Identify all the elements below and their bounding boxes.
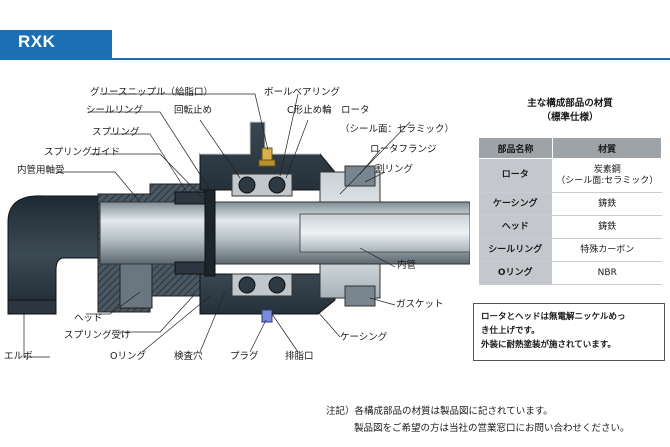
part-name: ヘッド xyxy=(478,215,553,239)
callout-c-ring: C形止め輪 xyxy=(287,105,332,116)
rotary-joint-cross-section: グリースニップル（給脂口） ボールベアリング シールリング 回転止め C形止め輪… xyxy=(0,62,471,382)
table-row: Oリング NBR xyxy=(478,261,662,285)
materials-table: 部品名称 材質 ロータ 炭素鋼 （シール面:セラミック） ケーシング 鋳鉄 ヘッ… xyxy=(478,137,662,285)
callout-head: ヘッド xyxy=(74,313,103,324)
callout-gasket: ガスケット xyxy=(396,299,444,310)
callout-inspection-hole: 検査穴 xyxy=(174,351,203,362)
callout-spring-guide: スプリングガイド xyxy=(44,147,121,158)
callout-spring: スプリング xyxy=(92,127,140,138)
table-row: シールリング 特殊カーボン xyxy=(478,238,662,262)
footnote-line2: 製品図をご希望の方は当社の営業窓口にお問い合わせください。 xyxy=(354,423,630,434)
callout-elbow: エルボ xyxy=(4,351,33,362)
note-line: 外装に耐熱塗装が施されています。 xyxy=(481,340,616,350)
note-line: ロータとヘッドは無電解ニッケルめっ xyxy=(481,312,626,322)
part-name: シールリング xyxy=(478,238,553,262)
callout-inner-bearing: 内管用軸受 xyxy=(17,165,65,176)
table-row: ロータ 炭素鋼 （シール面:セラミック） xyxy=(478,158,662,193)
callout-grease-nipple: グリースニップル（給脂口） xyxy=(90,87,214,98)
material-value: NBR xyxy=(552,261,662,285)
callout-inner-pipe: 内管 xyxy=(397,260,417,271)
callout-spring-seat: スプリング受け xyxy=(64,330,131,341)
materials-title: 主な構成部品の材質 （標準仕様） xyxy=(478,97,662,125)
title-badge xyxy=(0,30,112,60)
part-name: Oリング xyxy=(478,261,553,285)
callout-rotor-sub: （シール面：セラミック） xyxy=(340,124,455,135)
material-main: 炭素鋼 xyxy=(593,164,621,175)
callout-drain: 排脂口 xyxy=(285,351,314,362)
callout-rotor: ロータ xyxy=(341,105,370,116)
callout-seal-ring: シールリング xyxy=(86,105,144,116)
note-line: き仕上げです。 xyxy=(481,326,540,336)
material-value: 炭素鋼 （シール面:セラミック） xyxy=(552,158,662,193)
callout-plug: プラグ xyxy=(230,351,259,362)
col-material-header: 材質 xyxy=(552,137,662,159)
table-row: ケーシング 鋳鉄 xyxy=(478,192,662,216)
materials-note: ロータとヘッドは無電解ニッケルめっ き仕上げです。 外装に耐熱塗装が施されていま… xyxy=(473,303,665,361)
material-sub: （シール面:セラミック） xyxy=(556,175,659,186)
material-value: 特殊カーボン xyxy=(552,238,662,262)
footnote-line1: 注記）各構成部品の材質は製品図に記されています。 xyxy=(326,406,553,417)
footnote: 注記）各構成部品の材質は製品図に記されています。 製品図をご希望の方は当社の営業… xyxy=(326,403,630,437)
callout-split-ring: 割リング xyxy=(375,164,414,175)
header-rule xyxy=(0,58,670,60)
callout-casing: ケーシング xyxy=(340,332,388,343)
callout-ball-bearing: ボールベアリング xyxy=(264,87,341,98)
materials-title-line1: 主な構成部品の材質 xyxy=(527,98,613,109)
callout-rotor-flange: ロータフランジ xyxy=(370,144,437,155)
col-part-header: 部品名称 xyxy=(478,137,553,159)
material-value: 鋳鉄 xyxy=(552,192,662,216)
page-title: RXK xyxy=(18,32,56,51)
callout-o-ring: Oリング xyxy=(110,351,146,362)
cross-section-drawing xyxy=(7,93,471,358)
table-row: ヘッド 鋳鉄 xyxy=(478,215,662,239)
materials-title-line2: （標準仕様） xyxy=(541,112,599,123)
table-header-row: 部品名称 材質 xyxy=(478,137,662,159)
material-value: 鋳鉄 xyxy=(552,215,662,239)
part-name: ロータ xyxy=(478,158,553,193)
part-name: ケーシング xyxy=(478,192,553,216)
callout-anti-rotation: 回転止め xyxy=(174,105,213,116)
